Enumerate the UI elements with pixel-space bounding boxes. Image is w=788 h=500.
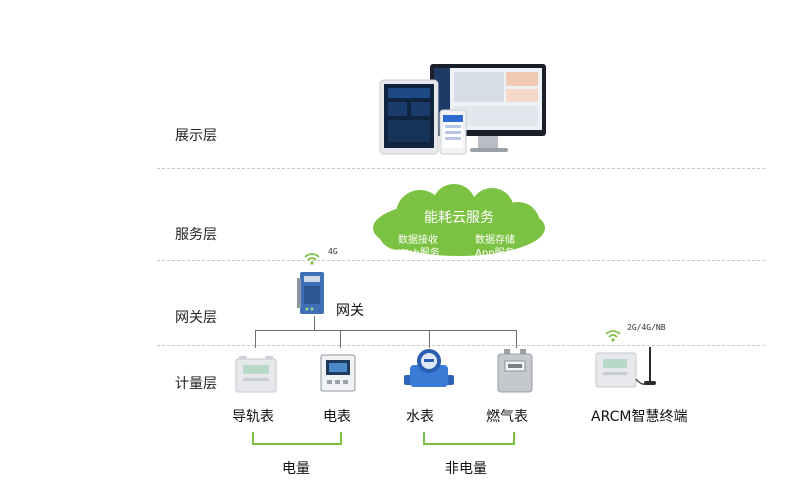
- drop-line-4: [516, 330, 517, 348]
- non-electric-bracket-right: [513, 432, 515, 444]
- drop-line-1: [255, 330, 256, 348]
- drop-line-3: [429, 330, 430, 348]
- meter-label: 电表: [323, 409, 351, 425]
- gateway-signal-label: 4G: [328, 247, 338, 256]
- cloud-item-data-receive: 数据接收: [398, 235, 438, 246]
- divider-3: [157, 345, 765, 346]
- non-electric-group-label: 非电量: [445, 461, 487, 477]
- electric-bracket-right: [340, 432, 342, 444]
- display-devices-image: [378, 62, 548, 157]
- arcm-signal-label: 2G/4G/NB: [627, 323, 666, 332]
- layer-label-service: 服务层: [175, 227, 217, 243]
- cloud-title: 能耗云服务: [424, 210, 494, 226]
- non-electric-bracket-left: [423, 432, 425, 444]
- electric-bracket-left: [252, 432, 254, 444]
- meter-image: [320, 354, 356, 392]
- non-electric-bracket-bottom: [423, 443, 515, 445]
- gateway-device-image: [297, 270, 327, 316]
- cloud-item-web-service: Web服务: [398, 248, 440, 259]
- gateway-stem-line: [314, 316, 315, 330]
- cloud-item-app-service: App服务: [475, 248, 515, 259]
- gas-meter-label: 燃气表: [486, 409, 528, 425]
- rail-meter-label: 导轨表: [232, 409, 274, 425]
- layer-label-gateway: 网关层: [175, 310, 217, 326]
- arcm-label: ARCM智慧终端: [591, 409, 688, 425]
- drop-line-2: [340, 330, 341, 348]
- rail-meter-image: [235, 356, 277, 394]
- electric-bracket-bottom: [252, 443, 342, 445]
- layer-label-metering: 计量层: [175, 376, 217, 392]
- gas-meter-image: [496, 349, 534, 393]
- cloud-shape: [368, 184, 550, 260]
- bus-line: [255, 330, 517, 331]
- gateway-label: 网关: [336, 303, 364, 319]
- electric-group-label: 电量: [282, 461, 310, 477]
- divider-1: [157, 168, 765, 169]
- cloud-item-data-store: 数据存储: [475, 235, 515, 246]
- divider-2: [157, 260, 765, 261]
- wifi-icon: [303, 250, 321, 265]
- water-meter-image: [404, 347, 454, 395]
- layer-label-display: 展示层: [175, 128, 217, 144]
- arcm-wifi-icon: [604, 327, 622, 342]
- arcm-terminal-image: [594, 345, 666, 391]
- water-meter-label: 水表: [406, 409, 434, 425]
